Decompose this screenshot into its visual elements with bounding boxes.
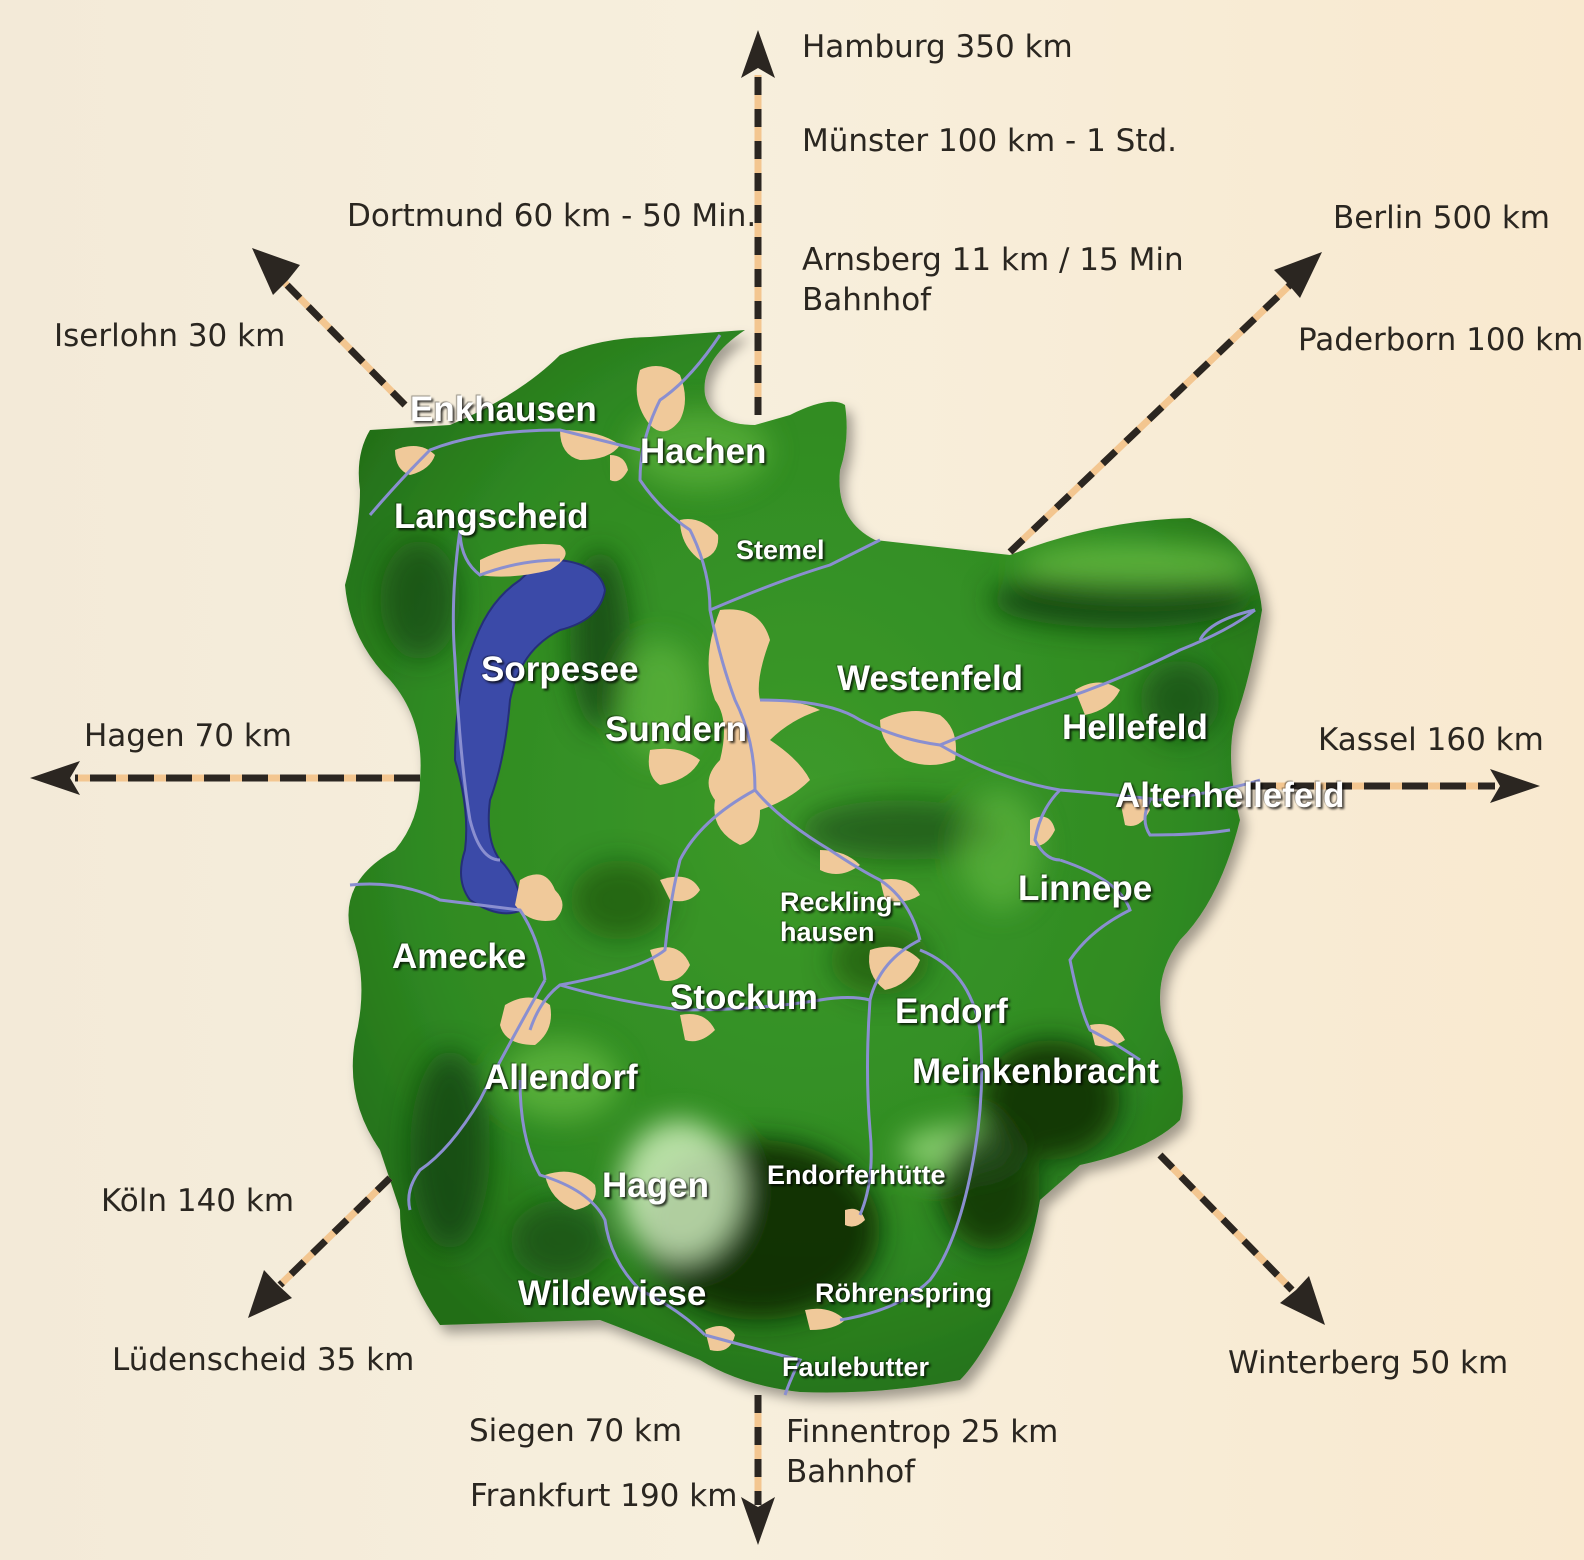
town-recklinghausen-line2: hausen — [780, 917, 875, 947]
arrow-west — [30, 761, 420, 795]
town-stemel: Stemel — [736, 535, 825, 565]
label-luedenscheid: Lüdenscheid 35 km — [112, 1342, 415, 1378]
label-iserlohn: Iserlohn 30 km — [54, 318, 286, 354]
label-hagen-west: Hagen 70 km — [84, 718, 293, 754]
arrow-right-icon — [1490, 769, 1540, 803]
label-paderborn: Paderborn 100 km — [1298, 322, 1584, 358]
arrow-down-icon — [741, 1497, 775, 1545]
town-enkhausen: Enkhausen — [410, 390, 597, 429]
arrow-left-icon — [30, 761, 80, 795]
town-wildewiese: Wildewiese — [518, 1274, 707, 1313]
town-roehrenspring: Röhrenspring — [815, 1278, 993, 1308]
town-endorf: Endorf — [895, 992, 1008, 1031]
town-allendorf: Allendorf — [484, 1058, 638, 1097]
arrow-northeast — [1007, 252, 1322, 555]
town-altenhellefeld: Altenhellefeld — [1115, 776, 1345, 815]
town-stockum: Stockum — [670, 978, 818, 1017]
arrow-up-left-icon — [252, 248, 300, 295]
town-westenfeld: Westenfeld — [837, 659, 1024, 698]
label-arnsberg: Arnsberg 11 km / 15 Min — [802, 242, 1184, 278]
roads — [349, 334, 1261, 1396]
town-amecke: Amecke — [392, 937, 527, 976]
terrain-shading — [380, 410, 1260, 1320]
label-dortmund: Dortmund 60 km - 50 Min. — [347, 198, 757, 234]
town-endorferhuette: Endorferhütte — [767, 1160, 946, 1190]
label-hamburg: Hamburg 350 km — [802, 29, 1073, 65]
town-linnepe: Linnepe — [1018, 869, 1153, 908]
arrow-northwest — [252, 248, 408, 408]
label-arnsberg-bahnhof: Bahnhof — [802, 282, 932, 318]
label-siegen: Siegen 70 km — [469, 1413, 683, 1449]
label-finnentrop: Finnentrop 25 km — [786, 1414, 1059, 1450]
label-winterberg: Winterberg 50 km — [1228, 1345, 1509, 1381]
town-hellefeld: Hellefeld — [1062, 708, 1208, 747]
arrow-south — [741, 1395, 775, 1545]
label-finnentrop-bahnhof: Bahnhof — [786, 1454, 916, 1490]
town-recklinghausen-line1: Reckling- — [780, 887, 902, 917]
label-frankfurt: Frankfurt 190 km — [470, 1478, 738, 1514]
arrow-southeast — [1157, 1152, 1325, 1325]
label-kassel: Kassel 160 km — [1318, 722, 1544, 758]
label-koeln: Köln 140 km — [101, 1183, 295, 1219]
town-hagen: Hagen — [602, 1166, 709, 1205]
arrow-southwest — [248, 1175, 393, 1318]
arrow-up-right-icon — [1274, 252, 1322, 298]
label-berlin: Berlin 500 km — [1333, 200, 1550, 236]
arrow-north — [741, 30, 775, 415]
town-hachen: Hachen — [640, 432, 767, 471]
arrow-down-left-icon — [248, 1270, 292, 1318]
town-faulebutter: Faulebutter — [782, 1352, 930, 1382]
label-muenster: Münster 100 km - 1 Std. — [802, 123, 1178, 159]
arrow-down-right-icon — [1280, 1276, 1325, 1325]
arrow-up-icon — [741, 30, 775, 78]
arrow-east — [1250, 769, 1540, 803]
town-meinkenbracht: Meinkenbracht — [912, 1052, 1159, 1091]
town-sundern: Sundern — [605, 710, 747, 749]
settlements — [395, 366, 1150, 1351]
town-sorpesee: Sorpesee — [481, 650, 639, 689]
town-langscheid: Langscheid — [394, 497, 589, 536]
